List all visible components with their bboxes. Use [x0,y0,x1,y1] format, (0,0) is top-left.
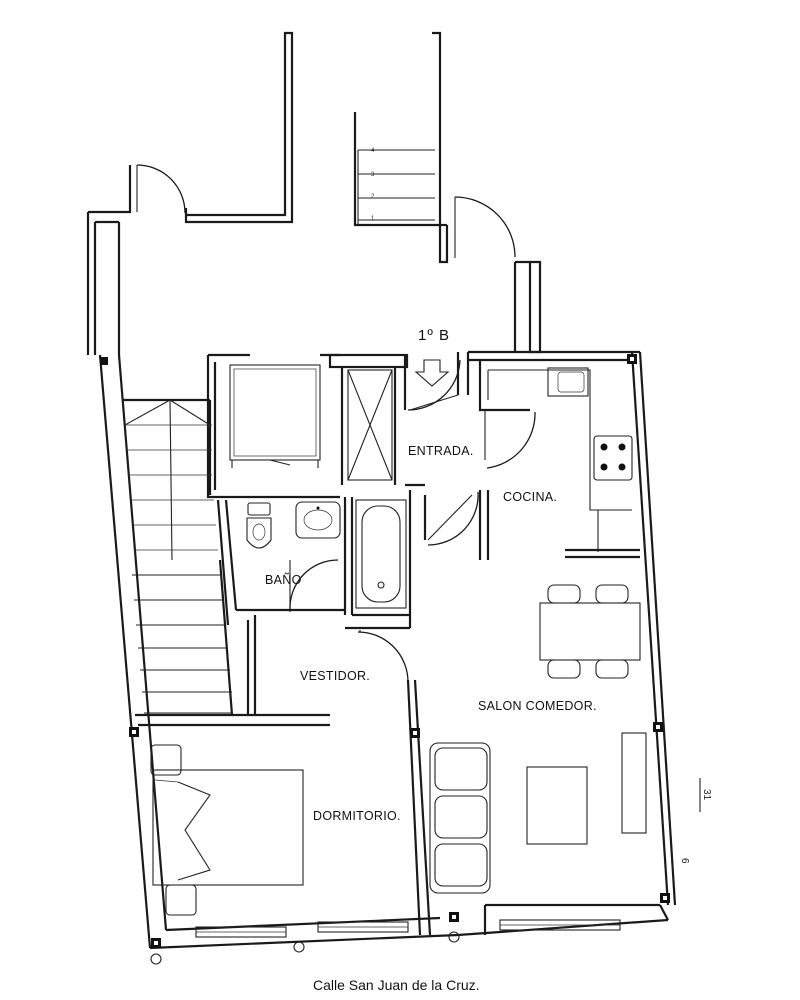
structural-columns [100,354,670,948]
round-column-1 [448,931,460,943]
living-door [427,491,479,546]
room-label-cocina: COCINA. [503,490,557,504]
washbasin [295,501,341,539]
step-label-1: 1 [371,216,375,222]
bed [152,769,304,886]
cooktop [593,435,633,481]
step-label-3: 3 [371,172,375,178]
round-column-3 [150,953,162,965]
bathtub [355,499,407,609]
kitchen-door [484,410,536,469]
margin-mark-6: 6 [679,858,690,864]
nightstand-bottom [165,884,197,916]
toilet [246,502,272,549]
entry-door [407,359,461,411]
room-label-salon: SALON COMEDOR. [478,699,597,713]
dining-table [539,584,641,679]
interior-walls [122,352,640,936]
coffee-table [526,766,588,845]
laundry-appliance [229,364,321,468]
room-label-vestidor: VESTIDOR. [300,669,370,683]
room-label-dormitorio: DORMITORIO. [313,809,401,823]
facade-windows [195,919,621,938]
upper-walls [86,31,542,355]
room-label-bano: BAÑO [265,573,302,587]
kitchen-sink [547,367,589,397]
vestidor-door [357,630,409,683]
door-upper-right [454,196,516,258]
bathroom-door [289,559,339,612]
margin-mark-31: 31 [701,789,712,801]
kitchen-counter [487,369,632,552]
step-label-2: 2 [371,194,375,200]
tv-unit [621,732,647,834]
wardrobe [347,369,393,481]
exterior-walls [98,350,677,950]
step-label-4: 4 [371,148,375,154]
nightstand-top [150,744,182,776]
entrance-arrow [414,359,450,387]
room-label-entrada: ENTRADA. [408,444,474,458]
upper-stairs [357,149,435,225]
interior-stairs [124,399,232,714]
round-column-2 [293,941,305,953]
sofa [429,742,491,894]
unit-label: 1º B [418,327,450,344]
door-upper-left [136,164,186,214]
street-name: Calle San Juan de la Cruz. [313,977,480,993]
